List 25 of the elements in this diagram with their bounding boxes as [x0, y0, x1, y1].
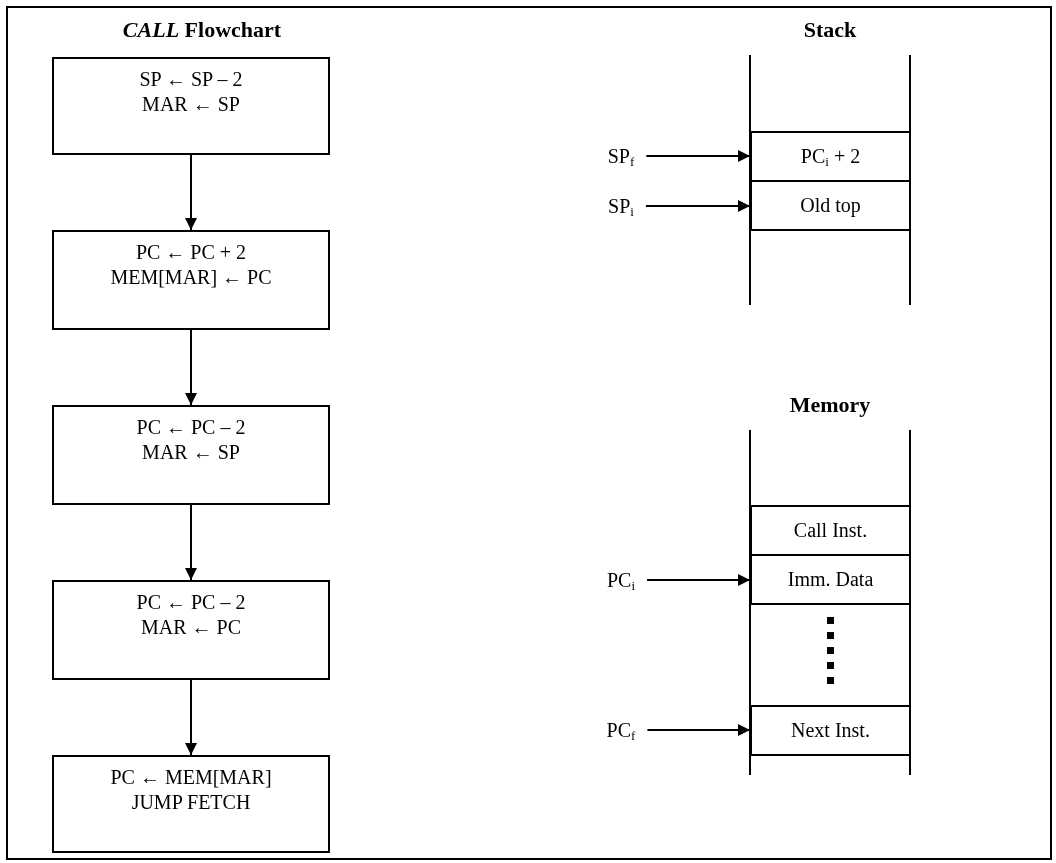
- memory-cell: Call Inst.: [750, 505, 911, 556]
- memory-cell: Imm. Data: [750, 554, 911, 605]
- arrow: [646, 574, 751, 586]
- process-box: PC ← MEM[MAR] JUMP FETCH: [52, 755, 330, 853]
- arrow: [185, 154, 197, 231]
- heading: CALL Flowchart: [122, 17, 282, 43]
- process-box: SP ← SP – 2 MAR ← SP: [52, 57, 330, 155]
- pointer-label: PC$_{f}$: [596, 715, 646, 745]
- process-box: PC ← PC – 2 MAR ← SP: [52, 405, 330, 505]
- process-box: PC ← PC – 2 MAR ← PC: [52, 580, 330, 680]
- pointer-label: PC$_{i}$: [596, 565, 646, 595]
- arrow: [646, 724, 751, 736]
- process-box: PC ← PC + 2 MEM[MAR] ← PC: [52, 230, 330, 330]
- arrow: [185, 504, 197, 581]
- arrow: [644, 200, 751, 212]
- heading: Stack: [803, 17, 857, 43]
- arrow: [645, 150, 751, 162]
- arrow: [185, 679, 197, 756]
- arrow: [185, 329, 197, 406]
- memory-cell: Old top: [750, 180, 911, 231]
- memory-cell: PC$_{i}$ + 2: [750, 131, 911, 182]
- heading: Memory: [789, 392, 871, 418]
- pointer-label: SP$_{f}$: [596, 141, 646, 171]
- memory-cell: Next Inst.: [750, 705, 911, 756]
- pointer-label: SP$_{i}$: [596, 191, 646, 221]
